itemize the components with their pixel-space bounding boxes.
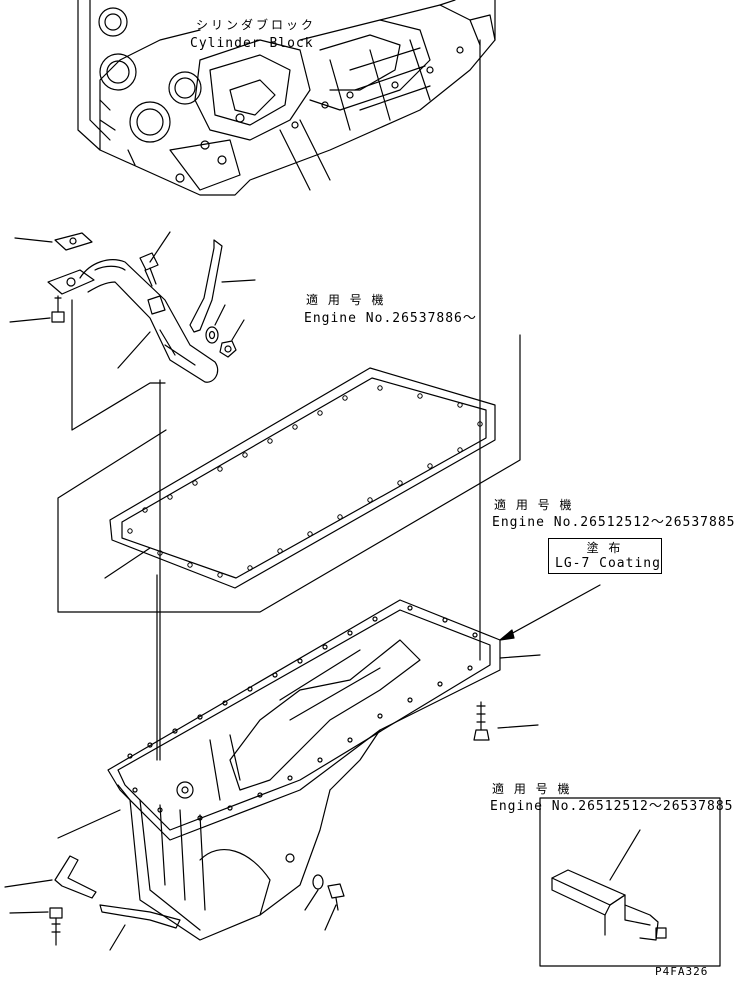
applicable-engine-label-3-jp: 適 用 号 機 (492, 782, 573, 796)
coating-label-jp: 塗 布 (586, 541, 624, 555)
coating-leader-arrow (499, 584, 601, 641)
applicable-engine-label-2-en: Engine No.26512512～26537885 (492, 515, 734, 530)
cylinder-block-illustration (77, 0, 496, 196)
suction-pipe-group (9, 231, 256, 431)
drawing-code: P4FA326 (655, 965, 709, 978)
coating-note-box: 塗 布 LG-7 Coating (548, 538, 662, 574)
oil-pan-gasket (57, 334, 521, 613)
lower-brackets (4, 855, 345, 951)
oil-pan-illustration (57, 599, 541, 941)
applicable-engine-label-3-en: Engine No.26512512～26537885 (490, 799, 734, 814)
applicable-engine-label-1-jp: 適 用 号 機 (306, 293, 387, 307)
coating-label-en: LG-7 Coating (555, 556, 661, 571)
bolt-right (473, 701, 539, 741)
inset-detail-box (539, 797, 721, 967)
cylinder-block-label-jp: シリンダブロック (196, 18, 317, 32)
applicable-engine-label-1-en: Engine No.26537886～ (304, 311, 477, 326)
applicable-engine-label-2-jp: 適 用 号 機 (494, 498, 575, 512)
cylinder-block-label-en: Cylinder Block (190, 36, 314, 51)
